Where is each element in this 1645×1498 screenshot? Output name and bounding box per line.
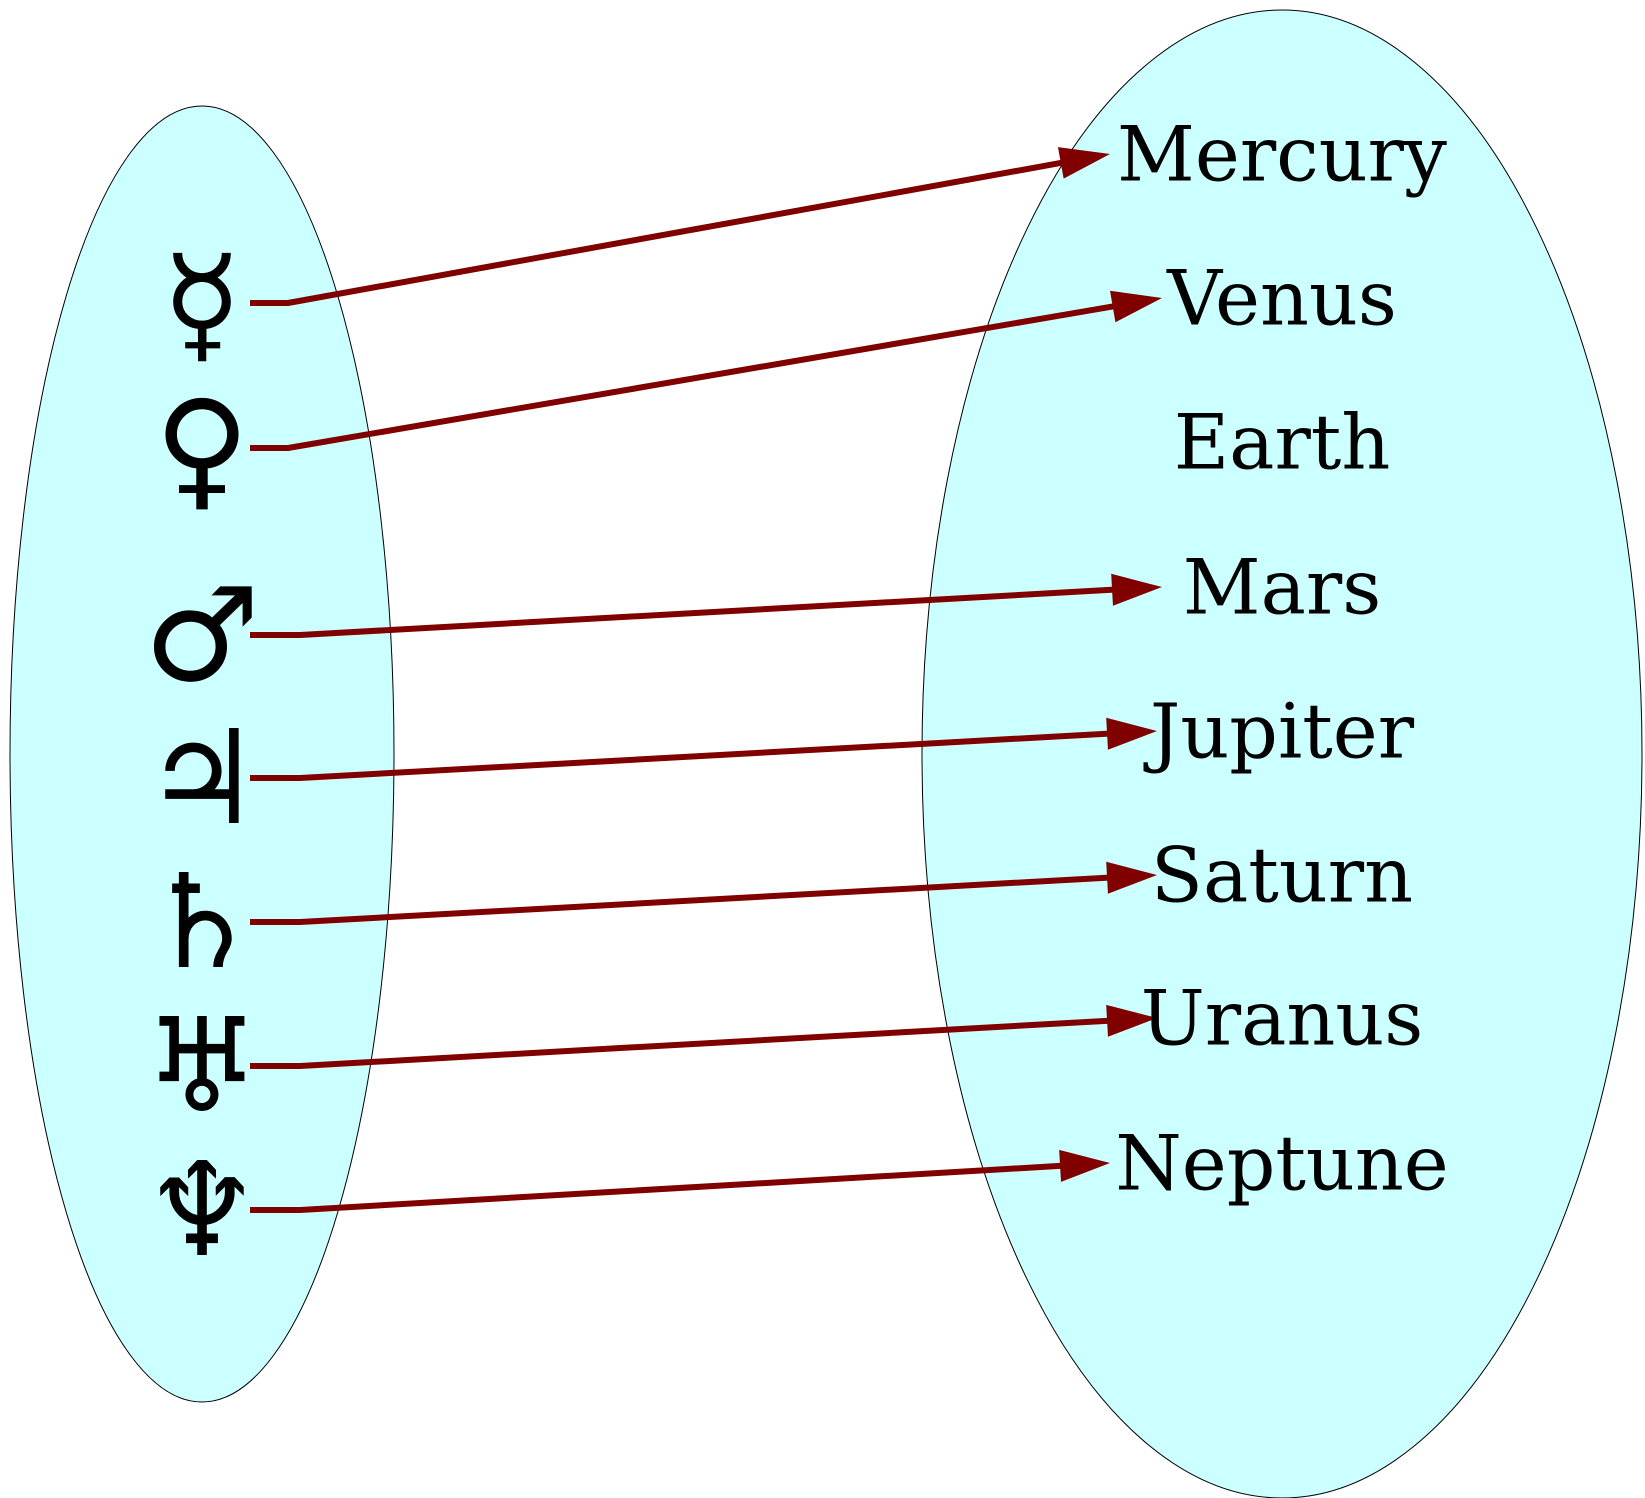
planet-name-earth: Earth <box>1174 398 1391 487</box>
planet-name-list: MercuryVenusEarthMarsJupiterSaturnUranus… <box>1115 110 1449 1208</box>
mapping-arrow <box>250 717 1157 781</box>
arrow-shaft <box>250 1162 1065 1213</box>
mapping-arrow <box>250 1149 1110 1213</box>
uranus-symbol-icon: ♅ <box>144 990 261 1142</box>
arrow-head <box>1059 1149 1110 1182</box>
symbol-set-ellipse <box>9 105 395 1403</box>
mapping-arrow <box>250 147 1110 306</box>
symbol-list: ☿♀ ♂♃♄♅♆ <box>144 227 261 1286</box>
arrow-head <box>1106 861 1157 894</box>
mapping-arrows <box>250 147 1162 1213</box>
mapping-arrow <box>250 1004 1157 1069</box>
planet-name-venus: Venus <box>1166 254 1397 343</box>
arrow-head <box>1106 1004 1157 1037</box>
planet-name-neptune: Neptune <box>1115 1119 1449 1208</box>
arrow-shaft <box>250 159 1066 306</box>
planet-name-mercury: Mercury <box>1117 110 1447 199</box>
arrow-shaft <box>250 302 1118 451</box>
mercury-symbol-icon: ☿ <box>162 227 242 379</box>
arrow-shaft <box>250 1017 1112 1069</box>
mapping-arrow <box>250 861 1157 925</box>
neptune-symbol-icon: ♆ <box>144 1134 261 1286</box>
jupiter-symbol-icon: ♃ <box>144 702 261 854</box>
planet-name-jupiter: Jupiter <box>1143 687 1415 776</box>
planet-name-uranus: Uranus <box>1141 974 1424 1063</box>
mars-symbol-icon: ♂ <box>144 559 261 711</box>
mapping-arrow <box>250 290 1162 451</box>
planet-name-saturn: Saturn <box>1151 831 1413 920</box>
arrow-head <box>1111 573 1162 606</box>
planet-name-mars: Mars <box>1183 543 1381 632</box>
planet-name-set-ellipse <box>921 9 1643 1498</box>
arrow-shaft <box>250 730 1112 781</box>
arrow-shaft <box>250 874 1112 925</box>
saturn-symbol-icon: ♄ <box>144 846 261 998</box>
arrow-head <box>1106 717 1157 750</box>
arrow-shaft <box>250 586 1117 638</box>
venus-symbol-icon: ♀ <box>154 372 249 524</box>
arrow-head <box>1110 290 1162 323</box>
arrow-head <box>1057 147 1110 179</box>
mapping-arrow <box>250 573 1162 638</box>
